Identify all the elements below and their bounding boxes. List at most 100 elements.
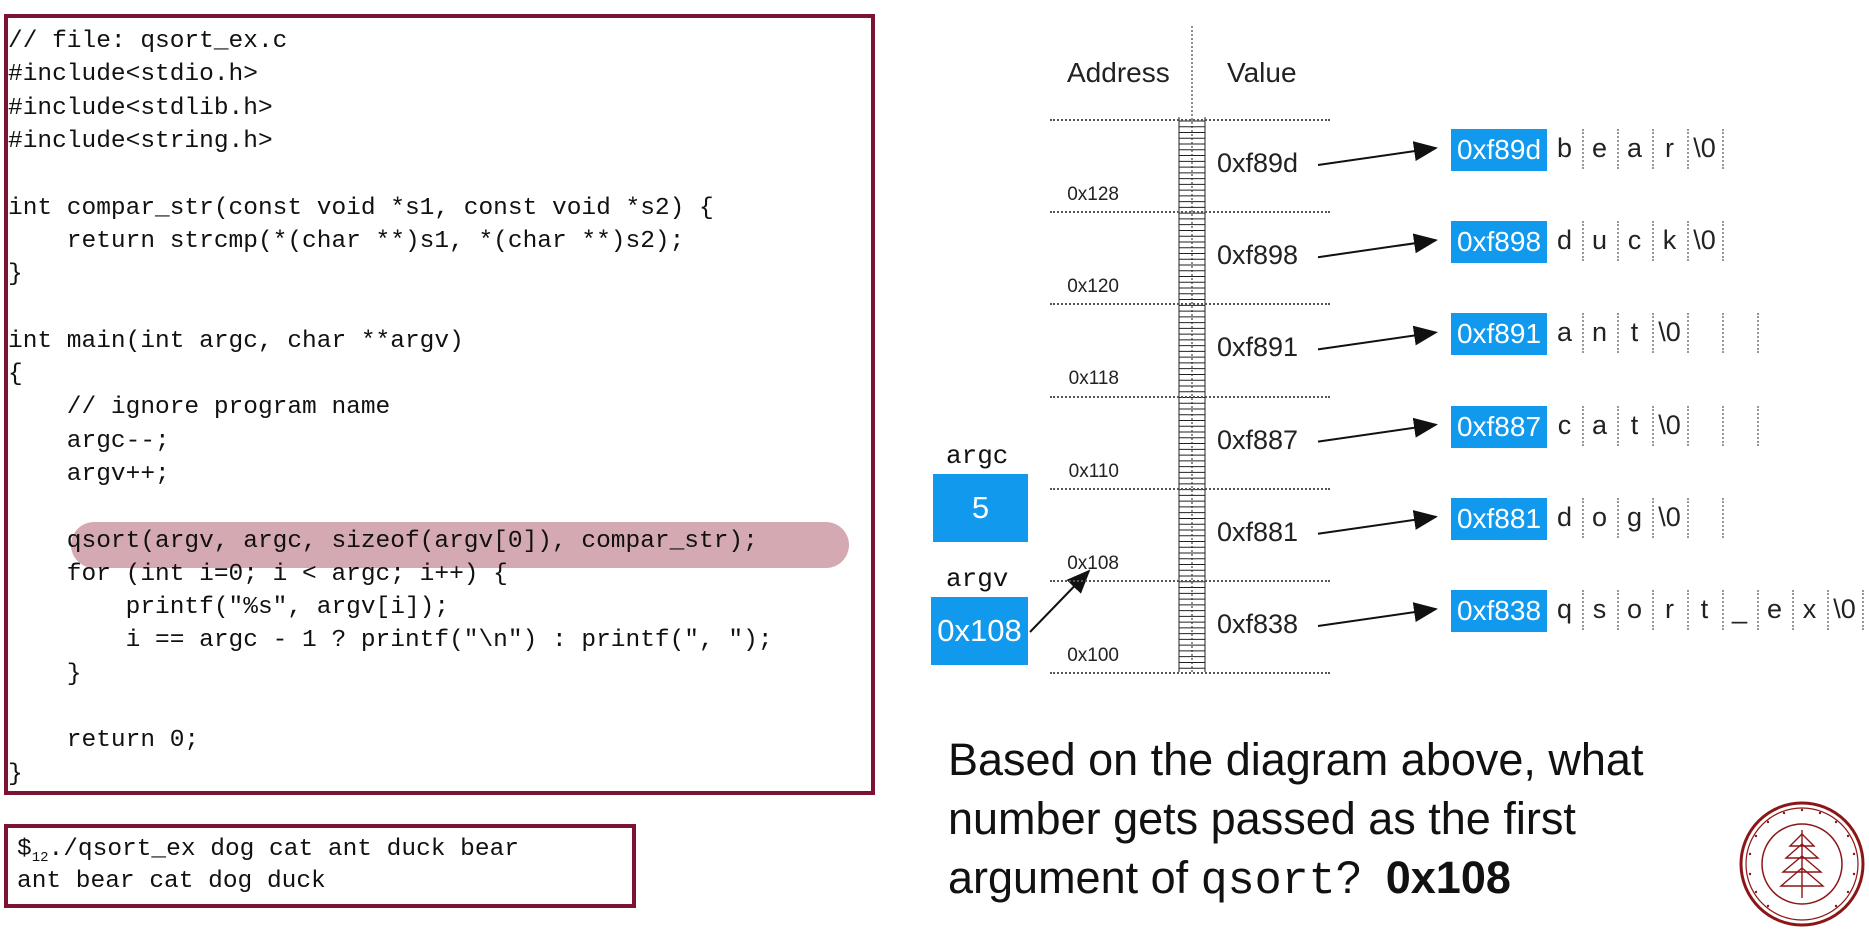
pointer-arrow (1317, 510, 1438, 535)
string-cell-separator (1582, 497, 1584, 538)
string-cell-separator (1757, 590, 1759, 630)
string-cell-separator (1617, 497, 1619, 538)
string-char: q (1556, 594, 1573, 624)
code-line: argv++; (8, 460, 170, 488)
question-code: qsort (1200, 856, 1336, 907)
string-char: g (1626, 501, 1643, 532)
string-cell-separator (1582, 313, 1584, 354)
string-cell-separator (1652, 405, 1654, 446)
string-cell-separator (1862, 590, 1864, 630)
pointer-value: 0xf887 (1217, 424, 1299, 455)
string-char: u (1591, 225, 1608, 256)
address-label: 0x128 (1067, 184, 1119, 205)
argv-label: argv (946, 564, 1009, 594)
code-line: qsort(argv, argc, sizeof(argv[0]), compa… (8, 527, 758, 555)
memory-row-divider (1050, 303, 1330, 306)
value-header: Value (1227, 57, 1297, 88)
string-cell-separator (1652, 313, 1654, 354)
string-cell-separator (1722, 313, 1724, 354)
code-line: int main(int argc, char **argv) (8, 327, 464, 355)
string-char: n (1591, 317, 1608, 348)
string-char: a (1556, 317, 1573, 348)
question-text: Based on the diagram above, what number … (948, 730, 1708, 911)
terminal-prompt-subscript: 12 (31, 850, 49, 866)
string-char: d (1556, 501, 1573, 532)
string-char: \0 (1693, 133, 1716, 163)
address-label: 0x110 (1068, 460, 1119, 482)
string-char: k (1662, 225, 1677, 256)
pointer-value: 0xf838 (1217, 609, 1299, 639)
address-label: 0x118 (1068, 368, 1119, 390)
code-line: argc--; (8, 427, 170, 455)
string-char: c (1627, 225, 1642, 256)
string-address-box: 0xf881 (1451, 497, 1547, 540)
string-cell-separator (1722, 590, 1724, 630)
string-address-box: 0xf887 (1451, 405, 1547, 448)
string-char: \0 (1693, 225, 1716, 256)
code-line: #include<stdio.h> (8, 61, 258, 89)
string-char: _ (1731, 594, 1748, 624)
question-end: ? (1335, 852, 1361, 903)
string-address-box: 0xf838 (1451, 590, 1547, 632)
code-line: #include<string.h> (8, 127, 273, 155)
pointer-value: 0xf881 (1217, 516, 1299, 547)
string-char: a (1626, 133, 1643, 163)
terminal-command: ./qsort_ex dog cat ant duck bear (48, 836, 519, 863)
string-char: s (1592, 594, 1607, 624)
code-line: { (8, 361, 23, 388)
address-label: 0x108 (1067, 552, 1119, 574)
string-char: e (1591, 133, 1608, 163)
string-char: x (1802, 594, 1817, 624)
string-char: o (1626, 594, 1643, 624)
string-cell-separator (1757, 313, 1759, 354)
string-cell-separator (1687, 129, 1689, 169)
terminal-output: ant bear cat dog duck (17, 868, 326, 895)
string-cell-separator (1652, 221, 1654, 262)
memory-row-divider (1050, 487, 1330, 490)
memory-row-divider (1050, 672, 1330, 675)
code-line: // file: qsort_ex.c (8, 28, 288, 55)
string-char: d (1556, 225, 1573, 256)
string-cell-separator (1687, 221, 1689, 262)
argc-value-box: 5 (933, 474, 1028, 542)
string-char: b (1556, 133, 1573, 163)
string-cell-separator (1617, 221, 1619, 262)
code-line: printf("%s", argv[i]); (8, 594, 450, 622)
address-header: Address (1067, 57, 1170, 88)
string-char: t (1630, 317, 1639, 348)
string-cell-separator (1652, 590, 1654, 630)
pointer-arrow (1317, 602, 1438, 627)
string-char: \0 (1658, 501, 1681, 532)
string-char: r (1665, 133, 1674, 163)
string-char: r (1665, 594, 1674, 624)
string-cell-separator (1687, 313, 1689, 354)
string-cell-separator (1617, 129, 1619, 169)
code-line: #include<stdlib.h> (8, 94, 273, 122)
string-cell-separator (1722, 405, 1724, 446)
string-cell-separator (1617, 313, 1619, 354)
pointer-arrow (1317, 141, 1438, 166)
pointer-arrow (1317, 233, 1438, 259)
string-char: c (1557, 409, 1572, 440)
string-char: e (1766, 594, 1783, 624)
string-cell-separator (1687, 497, 1689, 538)
code-line: for (int i=0; i < argc; i++) { (8, 560, 508, 588)
address-label: 0x120 (1067, 276, 1119, 298)
string-char: \0 (1833, 594, 1856, 624)
string-cell-separator (1792, 590, 1794, 630)
address-label: 0x100 (1067, 645, 1119, 666)
string-address-box: 0xf891 (1451, 313, 1547, 356)
string-address-box: 0xf89d (1451, 129, 1547, 171)
terminal-box: $12./qsort_ex dog cat ant duck bear ant … (4, 824, 636, 908)
code-line: } (8, 261, 23, 289)
code-line: i == argc - 1 ? printf("\n") : printf(",… (8, 627, 773, 655)
string-cell-separator (1652, 497, 1654, 538)
string-char: a (1591, 409, 1608, 440)
university-seal-icon (1739, 801, 1865, 927)
memory-row-divider (1050, 119, 1330, 121)
argc-label: argc (946, 441, 1009, 471)
code-line: } (8, 760, 23, 788)
string-char: \0 (1658, 317, 1681, 348)
string-cell-separator (1582, 221, 1584, 262)
string-char: o (1591, 501, 1608, 532)
